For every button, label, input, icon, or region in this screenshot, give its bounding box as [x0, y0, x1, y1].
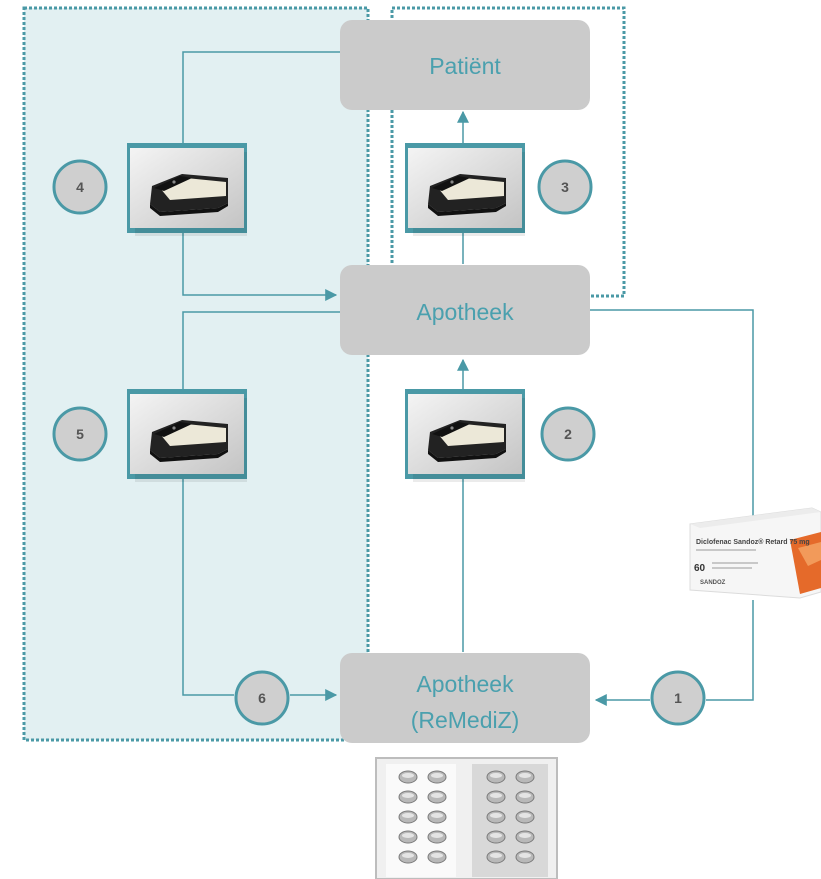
connectors: [182, 51, 754, 706]
node-remediz-label-line2: (ReMediZ): [411, 707, 520, 733]
step-circle-4: 4: [52, 159, 108, 215]
node-apotheek: Apotheek: [340, 265, 590, 355]
step-circle-1: 1: [650, 670, 706, 726]
step-circle-5: 5: [52, 406, 108, 462]
blister-pack-icon: [375, 757, 558, 879]
step-3-label: 3: [561, 179, 569, 195]
step-4-label: 4: [76, 179, 84, 195]
step-2-label: 2: [564, 426, 572, 442]
step-6-label: 6: [258, 690, 266, 706]
step-1-label: 1: [674, 690, 682, 706]
medication-box-icon: Diclofenac Sandoz® Retard 75 mg 60 SANDO…: [689, 507, 821, 599]
step-5-label: 5: [76, 426, 84, 442]
device-icon-step-5: [127, 389, 247, 482]
device-icon-step-2: [405, 389, 525, 482]
package-brand-text: Diclofenac Sandoz® Retard 75 mg: [696, 538, 810, 546]
step-circle-6: 6: [234, 670, 290, 726]
step-circle-2: 2: [540, 406, 596, 462]
device-icon-step-4: [127, 143, 247, 236]
node-remediz-label-line1: Apotheek: [416, 671, 514, 697]
node-remediz: Apotheek (ReMediZ): [340, 653, 590, 743]
care-zone-left: [22, 6, 370, 742]
node-patient: Patiënt: [340, 20, 590, 110]
package-maker-text: SANDOZ: [700, 580, 726, 586]
step-circle-3: 3: [537, 159, 593, 215]
node-patient-label: Patiënt: [429, 53, 501, 79]
node-apotheek-label: Apotheek: [416, 299, 514, 325]
device-icon-step-3: [405, 143, 525, 236]
package-count-text: 60: [694, 563, 706, 574]
